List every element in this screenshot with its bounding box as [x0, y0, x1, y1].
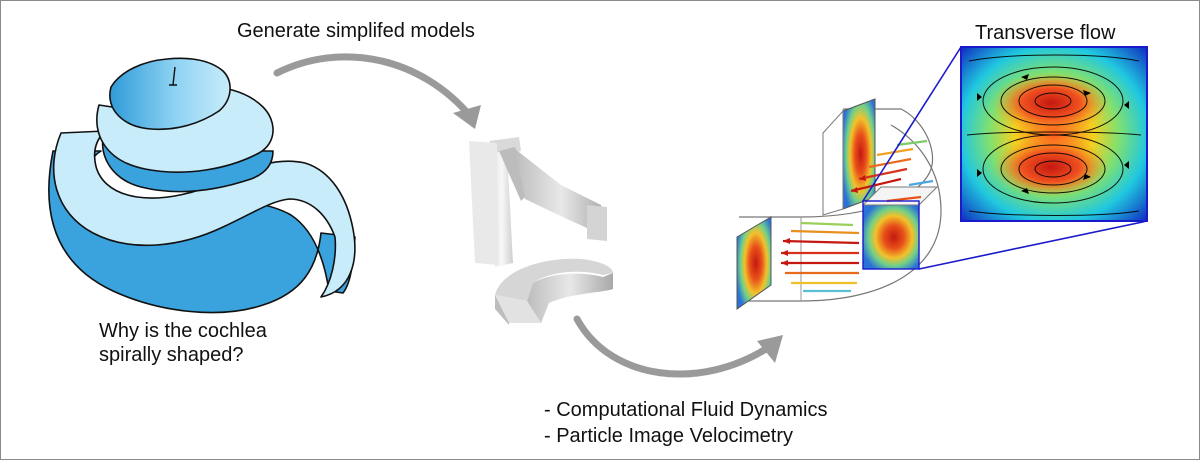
transverse-flow-inset — [960, 46, 1148, 222]
cross-section-inlet — [736, 216, 772, 310]
methods-list: - Computational Fluid Dynamics - Particl… — [544, 397, 827, 449]
method-item-piv: - Particle Image Velocimetry — [544, 425, 793, 447]
velocity-vectors — [781, 139, 934, 293]
cross-section-top — [842, 98, 876, 210]
arrow-to-simplified-models — [273, 53, 475, 121]
cross-section-middle — [862, 204, 920, 270]
cochlea-bottom-upper — [52, 130, 356, 298]
curved-channel-model — [495, 258, 613, 325]
arrow-to-simulation — [573, 315, 773, 378]
zoom-line-lower — [918, 220, 1148, 270]
question-line-2: spirally shaped? — [99, 344, 244, 367]
cfd-simulation — [736, 98, 942, 310]
simplified-models-label: Generate simplifed models — [237, 20, 475, 42]
method-item-cfd: - Computational Fluid Dynamics — [544, 399, 828, 421]
question-line-1: Why is the cochlea — [99, 320, 267, 342]
twisted-duct-model — [469, 137, 607, 267]
cochlea-illustration — [48, 57, 356, 314]
cochlea-question: Why is the cochlea spirally shaped? — [99, 319, 359, 368]
zoom-line-upper — [862, 46, 962, 202]
cochlea-apex — [109, 57, 231, 131]
transverse-flow-title: Transverse flow — [975, 22, 1116, 44]
